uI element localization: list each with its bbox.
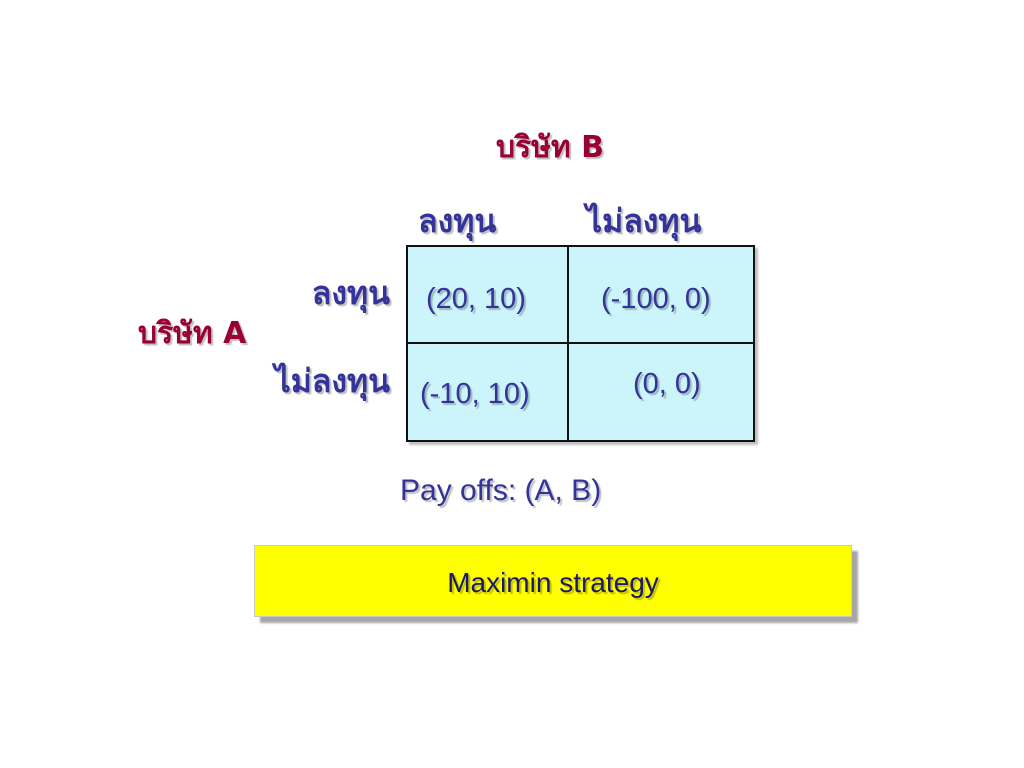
maximin-strategy-label: Maximin strategy <box>447 567 659 598</box>
payoff-cell-invest-invest: (20, 10) <box>408 247 569 344</box>
row-header-invest: ลงทุน <box>311 274 390 312</box>
payoff-cell-not-invest-invest: (-10, 10) <box>408 344 569 440</box>
payoff-note: Pay offs: (A, B) <box>400 474 602 507</box>
payoff-value: (-100, 0) <box>601 283 711 315</box>
row-header-not-invest: ไม่ลงทุน <box>274 362 390 400</box>
payoff-value: (-10, 10) <box>420 378 530 410</box>
column-header-invest: ลงทุน <box>418 202 497 240</box>
column-header-not-invest: ไม่ลงทุน <box>586 202 702 240</box>
firm-a-label: บริษัท A <box>138 316 247 351</box>
payoff-value: (0, 0) <box>633 368 701 400</box>
payoff-value: (20, 10) <box>426 283 526 315</box>
payoff-matrix: (20, 10) (-100, 0) (-10, 10) (0, 0) <box>406 245 755 442</box>
maximin-strategy-box: Maximin strategy <box>254 545 852 617</box>
payoff-cell-invest-not-invest: (-100, 0) <box>569 247 753 344</box>
payoff-cell-not-invest-not-invest: (0, 0) <box>569 344 753 440</box>
firm-b-label: บริษัท B <box>496 130 605 165</box>
